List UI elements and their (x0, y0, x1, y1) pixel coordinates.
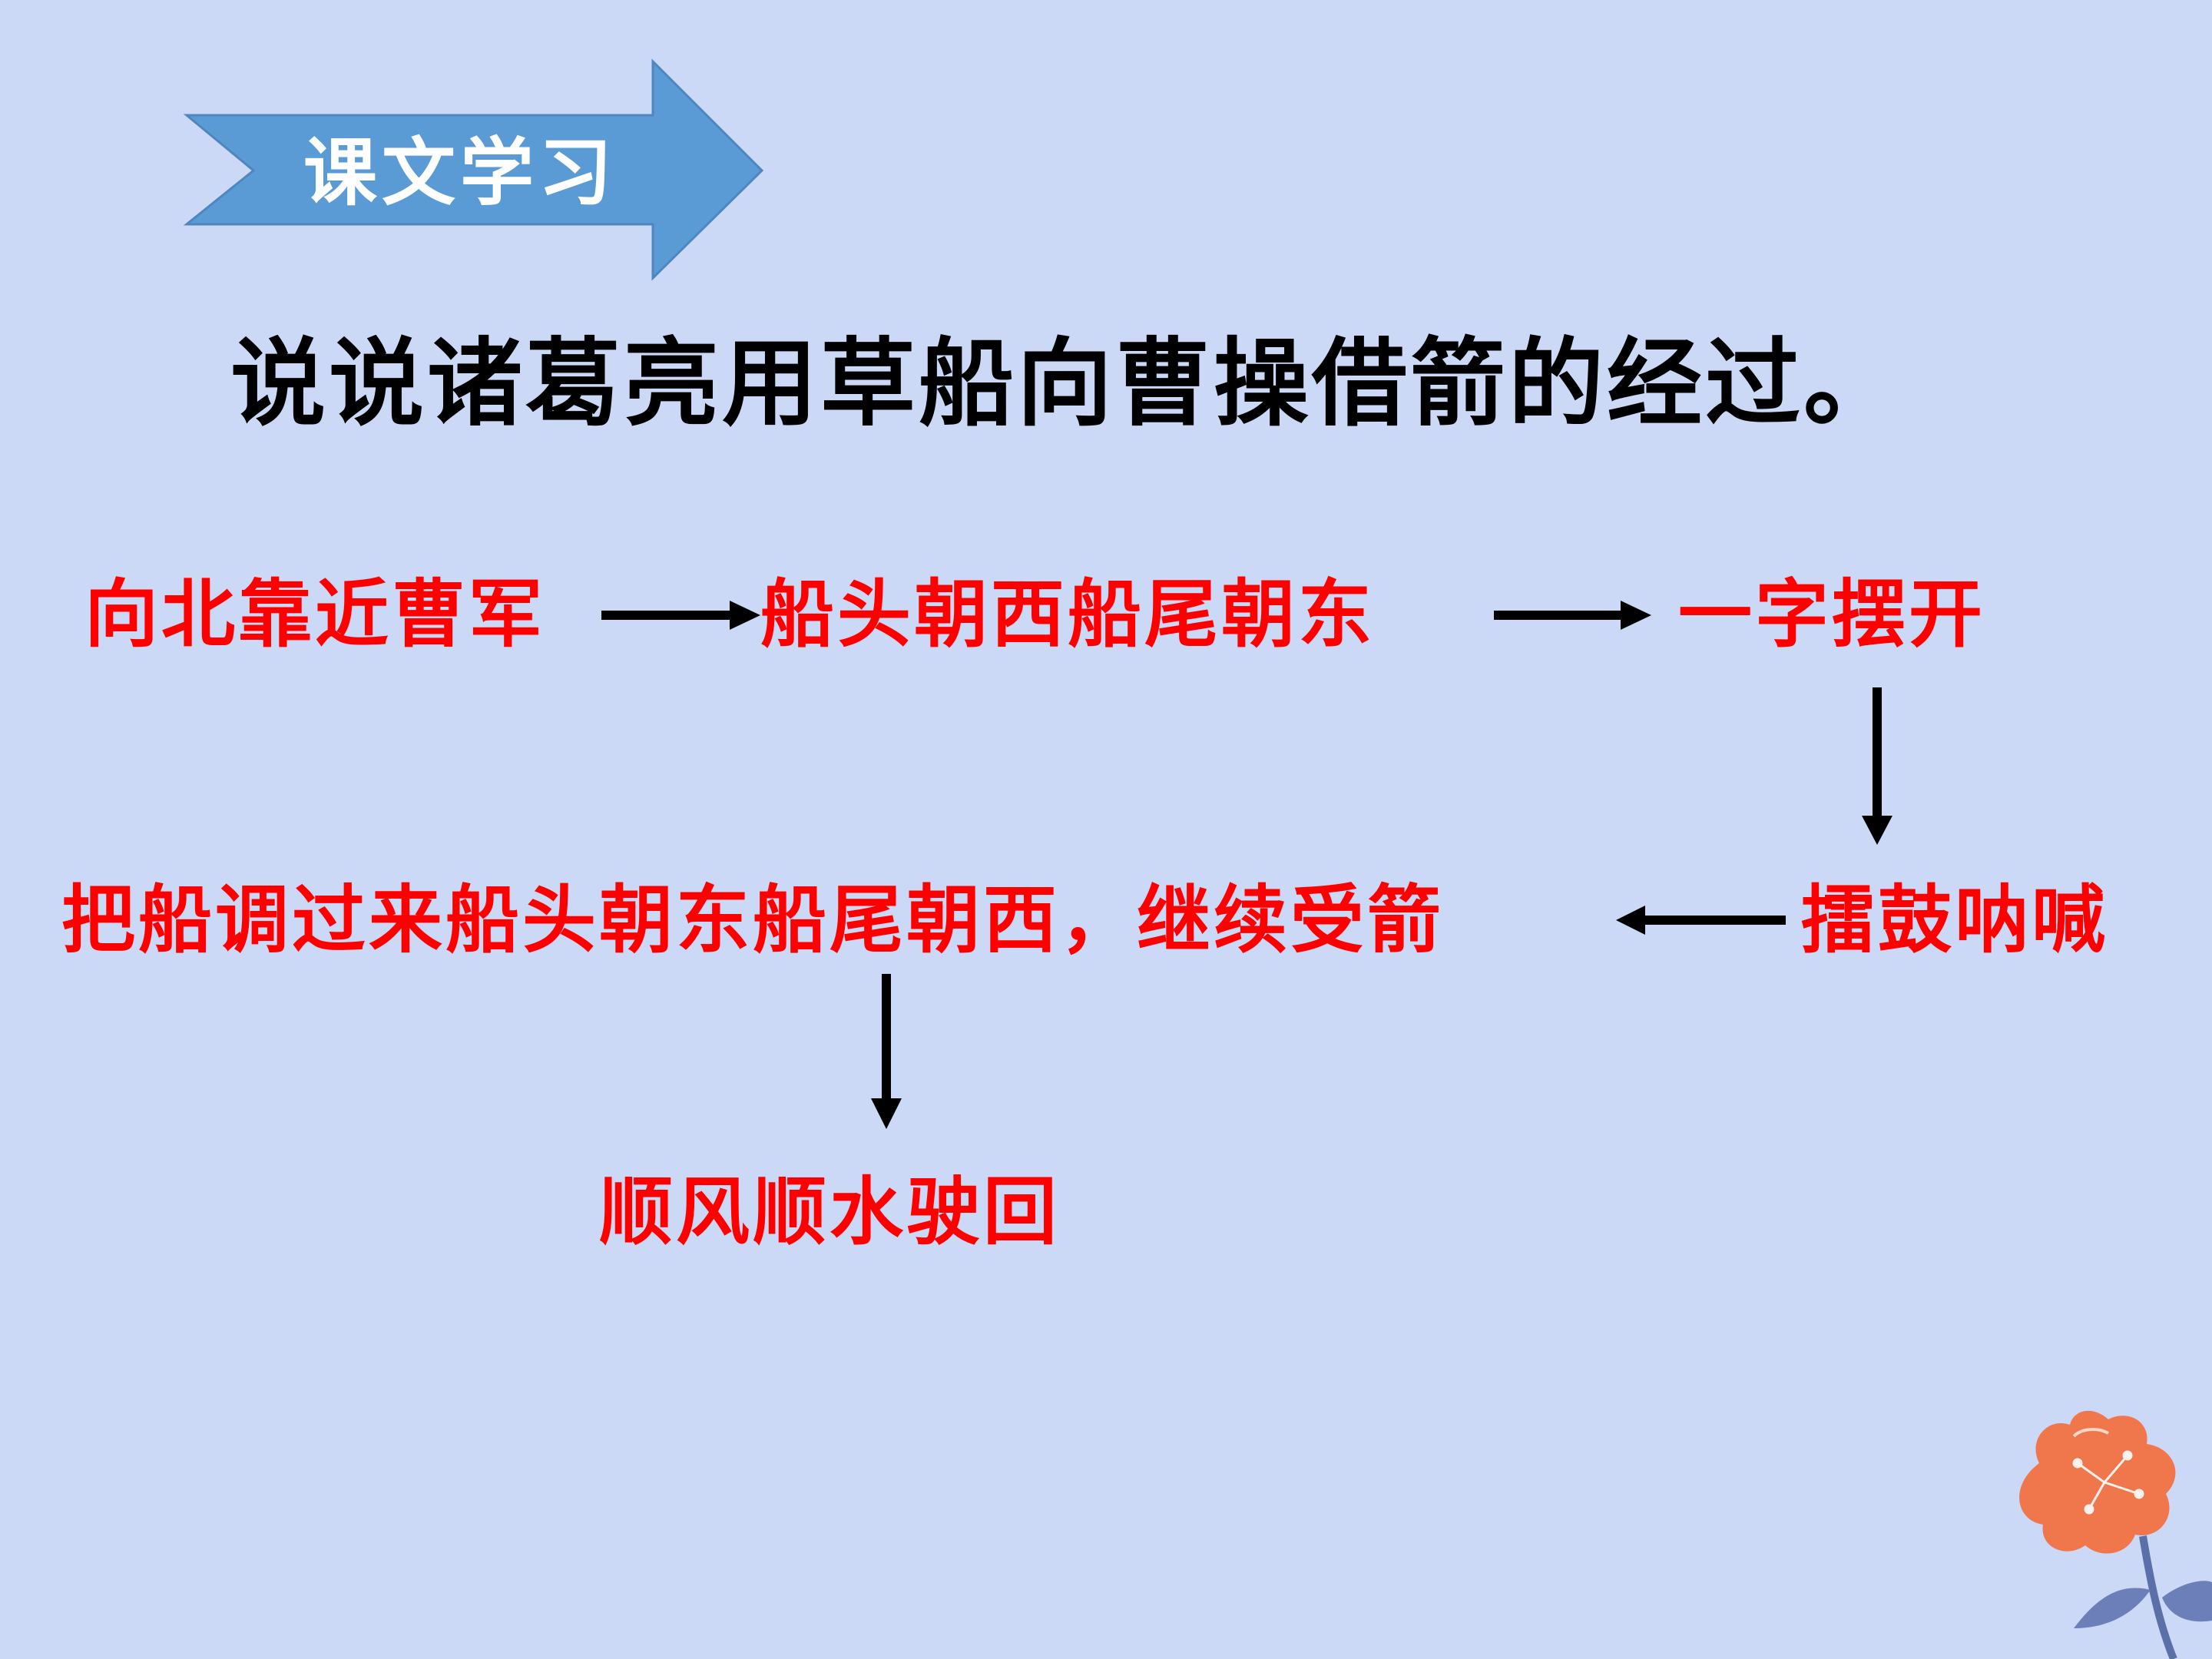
section-badge-arrow (183, 58, 764, 281)
flow-step-2: 船头朝西船尾朝东 (760, 571, 1375, 657)
arrow-down-1 (1862, 687, 1892, 845)
flow-arrows (601, 601, 1892, 1129)
arrow-down-2 (871, 974, 902, 1129)
flow-step-1: 向北靠近曹军 (84, 571, 545, 657)
arrow-left-1 (1616, 906, 1786, 935)
arrow-right-2 (1494, 601, 1651, 630)
flow-step-4: 擂鼓呐喊 (1801, 876, 2108, 963)
flow-step-5: 把船调过来船头朝东船尾朝西，继续受箭 (61, 876, 1444, 963)
page-title: 说说诸葛亮用草船向曹操借箭的经过。 (230, 328, 1902, 439)
flower-icon (2019, 1410, 2212, 1659)
flow-step-3: 一字摆开 (1678, 571, 1985, 657)
section-label: 课文学习 (303, 129, 617, 216)
flow-step-6: 顺风顺水驶回 (599, 1168, 1060, 1255)
arrow-right-1 (601, 601, 760, 630)
